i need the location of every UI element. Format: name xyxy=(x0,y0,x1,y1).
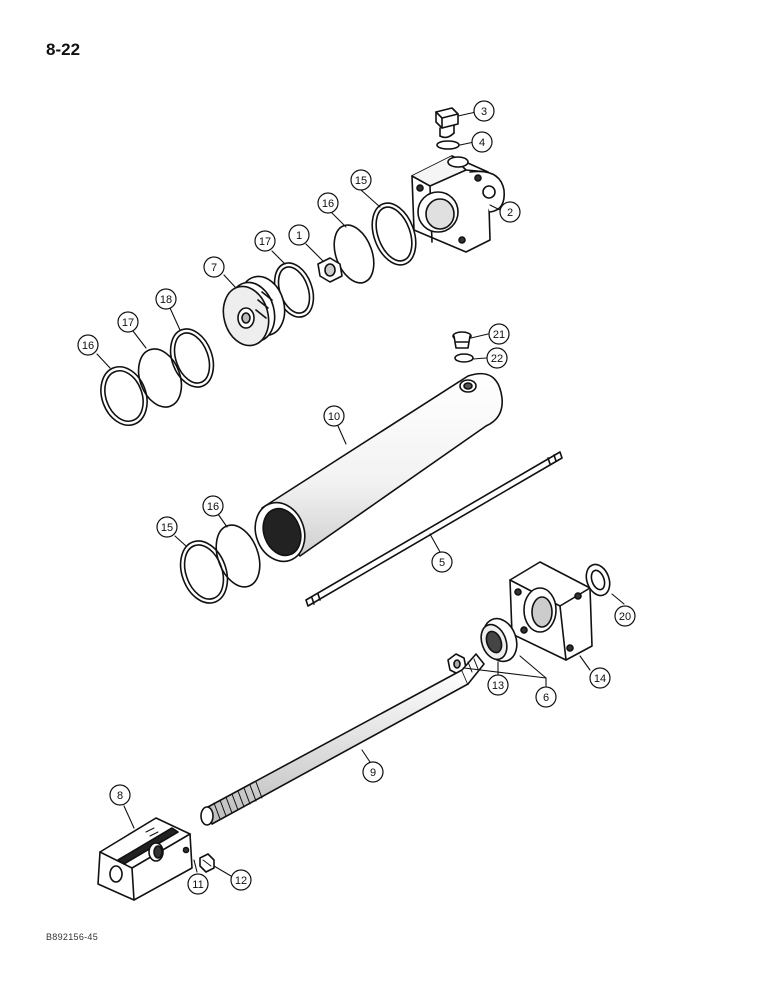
svg-text:21: 21 xyxy=(493,329,505,341)
figure-reference-code: B892156-45 xyxy=(46,932,99,942)
svg-text:6: 6 xyxy=(543,692,549,704)
svg-text:9: 9 xyxy=(370,767,376,779)
o-ring-part-16-top xyxy=(333,224,375,284)
svg-text:14: 14 xyxy=(594,673,606,685)
piston-rod-part-9 xyxy=(200,653,485,826)
callout-15-lower: 15 xyxy=(156,516,178,538)
svg-text:12: 12 xyxy=(235,875,247,887)
callout-6: 6 xyxy=(535,686,557,708)
nut-part-1 xyxy=(317,257,343,283)
seal-ring-part-19 xyxy=(169,328,215,388)
svg-text:11: 11 xyxy=(192,879,203,891)
callout-17-left: 16 xyxy=(77,334,99,356)
bolt-part-3 xyxy=(435,107,459,139)
callout-labels: 3 4 2 15 16 1 17 7 16 17 18 21 22 10 16 … xyxy=(77,100,636,895)
svg-text:8: 8 xyxy=(117,790,123,802)
svg-text:13: 13 xyxy=(492,680,504,692)
svg-text:15: 15 xyxy=(355,175,367,187)
callout-16-top: 16 xyxy=(317,192,339,214)
callout-18: 17 xyxy=(117,311,139,333)
svg-text:7: 7 xyxy=(211,262,217,274)
svg-text:16: 16 xyxy=(82,340,94,352)
end-cap-part-2 xyxy=(411,155,506,253)
seal-ring-part-15-top xyxy=(371,202,417,266)
tie-rod-part-5 xyxy=(305,451,563,607)
o-ring-part-22 xyxy=(454,353,474,363)
svg-text:15: 15 xyxy=(161,522,173,534)
svg-text:20: 20 xyxy=(619,611,631,623)
callout-20: 20 xyxy=(614,605,636,627)
callout-4: 4 xyxy=(471,131,493,153)
svg-text:16: 16 xyxy=(322,198,334,210)
svg-text:1: 1 xyxy=(296,230,302,242)
callout-7: 7 xyxy=(203,256,225,278)
callout-12: 12 xyxy=(230,869,252,891)
callout-2: 2 xyxy=(499,201,521,223)
plug-part-21 xyxy=(452,331,472,349)
piston-part-7 xyxy=(222,275,286,347)
callout-8: 8 xyxy=(109,784,131,806)
callout-10: 10 xyxy=(323,405,345,427)
barrel-tube-part-10 xyxy=(254,372,503,563)
callout-1: 1 xyxy=(288,224,310,246)
callout-17-mid: 17 xyxy=(254,230,276,252)
svg-text:2: 2 xyxy=(507,207,513,219)
bushing-part-13 xyxy=(480,617,518,663)
svg-text:18: 18 xyxy=(160,294,172,306)
end-cap-part-14 xyxy=(509,561,593,661)
svg-text:4: 4 xyxy=(479,137,485,149)
svg-text:10: 10 xyxy=(328,411,340,423)
o-ring-part-4 xyxy=(436,140,460,150)
callout-15-top: 15 xyxy=(350,169,372,191)
callout-19: 18 xyxy=(155,288,177,310)
svg-text:22: 22 xyxy=(491,353,503,365)
callout-9: 9 xyxy=(362,761,384,783)
callout-13: 13 xyxy=(487,674,509,696)
callout-21: 21 xyxy=(488,323,510,345)
callout-11: 11 xyxy=(187,873,209,895)
callout-5: 5 xyxy=(431,551,453,573)
clevis-part-8 xyxy=(97,817,193,901)
callout-16-lower: 16 xyxy=(202,495,224,517)
svg-text:17: 17 xyxy=(259,236,271,248)
svg-text:3: 3 xyxy=(481,106,487,118)
svg-text:16: 16 xyxy=(207,501,219,513)
seal-ring-part-17-left xyxy=(100,366,148,426)
o-ring-part-18 xyxy=(137,348,183,408)
svg-text:5: 5 xyxy=(439,557,445,569)
seal-ring-part-15-lower xyxy=(179,540,229,604)
callout-22: 22 xyxy=(486,347,508,369)
callout-14: 14 xyxy=(589,667,611,689)
svg-text:17: 17 xyxy=(122,317,134,329)
callout-3: 3 xyxy=(473,100,495,122)
page-number: 8-22 xyxy=(46,40,81,59)
grease-fitting-part-12 xyxy=(199,853,215,873)
